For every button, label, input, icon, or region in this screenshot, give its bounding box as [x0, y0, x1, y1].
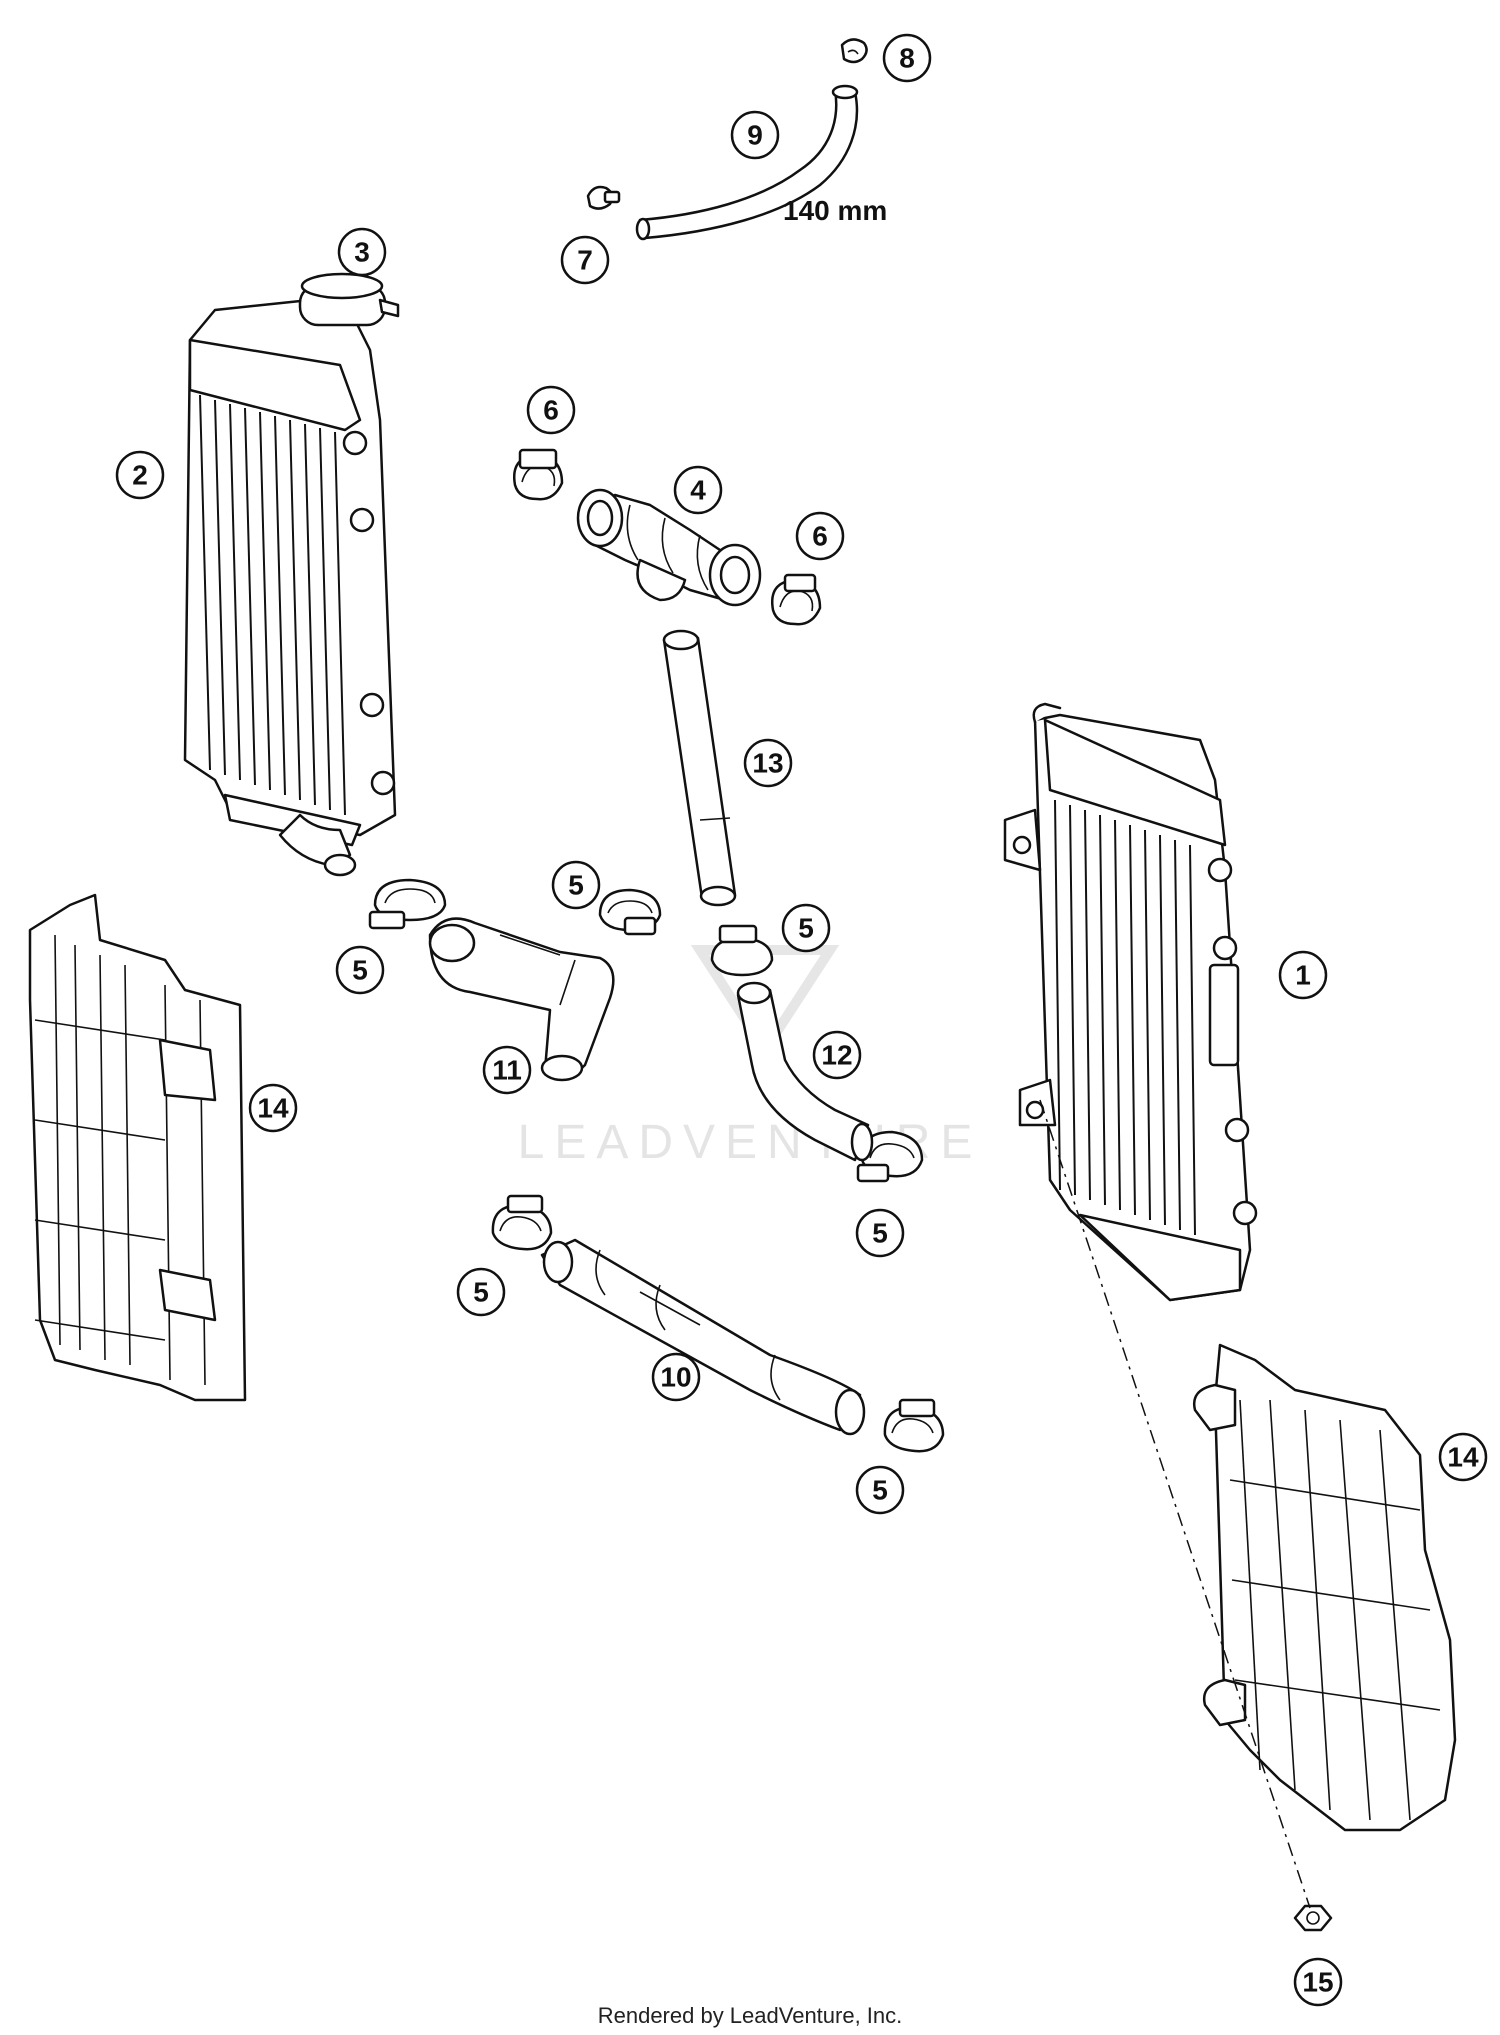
svg-text:6: 6	[543, 395, 559, 426]
part-clamp-5-b	[598, 888, 662, 936]
callout-13[interactable]: 13	[743, 738, 793, 788]
part-hose-9	[635, 84, 859, 241]
svg-text:5: 5	[568, 870, 584, 901]
svg-text:5: 5	[798, 913, 814, 944]
callout-5-e[interactable]: 5	[456, 1267, 506, 1317]
svg-text:13: 13	[752, 748, 783, 779]
part-hose-12	[736, 981, 874, 1162]
callout-2[interactable]: 2	[115, 450, 165, 500]
callout-9[interactable]: 9	[730, 110, 780, 160]
callout-7[interactable]: 7	[560, 235, 610, 285]
callout-1[interactable]: 1	[1278, 950, 1328, 1000]
svg-text:14: 14	[1447, 1442, 1479, 1473]
part-hose-10	[540, 1238, 866, 1436]
part-clamp-5-a	[368, 878, 447, 930]
part-clamp-5-c	[710, 924, 774, 977]
footer-credit: Rendered by LeadVenture, Inc.	[597, 2003, 903, 2028]
part-hose-11	[428, 917, 615, 1082]
part-nut-15	[1293, 1904, 1333, 1932]
svg-text:8: 8	[899, 43, 915, 74]
part-clamp-5-f	[883, 1398, 945, 1453]
svg-text:5: 5	[872, 1475, 888, 1506]
callout-14-a[interactable]: 14	[248, 1083, 298, 1133]
svg-text:5: 5	[352, 955, 368, 986]
svg-text:7: 7	[577, 245, 593, 276]
part-clamp-7	[586, 185, 621, 210]
callout-5-f[interactable]: 5	[855, 1465, 905, 1515]
svg-text:4: 4	[690, 475, 706, 506]
part-radiator-left-2	[183, 272, 400, 877]
callout-12[interactable]: 12	[812, 1030, 862, 1080]
callout-5-d[interactable]: 5	[855, 1208, 905, 1258]
part-guard-right-14	[1192, 1343, 1457, 1832]
svg-text:6: 6	[812, 521, 828, 552]
callout-14-b[interactable]: 14	[1438, 1432, 1488, 1482]
callout-10[interactable]: 10	[651, 1352, 701, 1402]
callout-3[interactable]: 3	[337, 227, 387, 277]
callout-4[interactable]: 4	[673, 465, 723, 515]
svg-text:14: 14	[257, 1093, 289, 1124]
part-clamp-6-lower	[771, 573, 822, 626]
dimension-label: 140 mm	[783, 195, 887, 226]
callout-6-a[interactable]: 6	[526, 385, 576, 435]
part-clamp-5-e	[491, 1194, 553, 1251]
callout-5-b[interactable]: 5	[551, 860, 601, 910]
assembly-line	[1039, 1099, 1311, 1909]
part-hose-13	[662, 629, 737, 907]
svg-text:1: 1	[1295, 960, 1311, 991]
svg-text:5: 5	[473, 1277, 489, 1308]
svg-text:5: 5	[872, 1218, 888, 1249]
part-clamp-8	[840, 38, 868, 64]
callout-15[interactable]: 15	[1293, 1957, 1343, 2007]
part-radiator-right-1	[1003, 702, 1258, 1302]
part-guard-left-14	[28, 893, 247, 1402]
part-clamp-5-d	[856, 1130, 924, 1183]
part-thermostat-4	[576, 488, 762, 607]
svg-text:9: 9	[747, 120, 763, 151]
svg-text:10: 10	[660, 1362, 691, 1393]
svg-text:2: 2	[132, 460, 148, 491]
svg-text:3: 3	[354, 237, 370, 268]
svg-text:15: 15	[1302, 1967, 1333, 1998]
svg-text:12: 12	[821, 1040, 852, 1071]
svg-text:11: 11	[492, 1055, 522, 1086]
callout-8[interactable]: 8	[882, 33, 932, 83]
callout-6-b[interactable]: 6	[795, 511, 845, 561]
callout-11[interactable]: 11	[482, 1045, 532, 1095]
callout-5-a[interactable]: 5	[335, 945, 385, 995]
part-clamp-6-upper	[513, 448, 564, 501]
callout-5-c[interactable]: 5	[781, 903, 831, 953]
